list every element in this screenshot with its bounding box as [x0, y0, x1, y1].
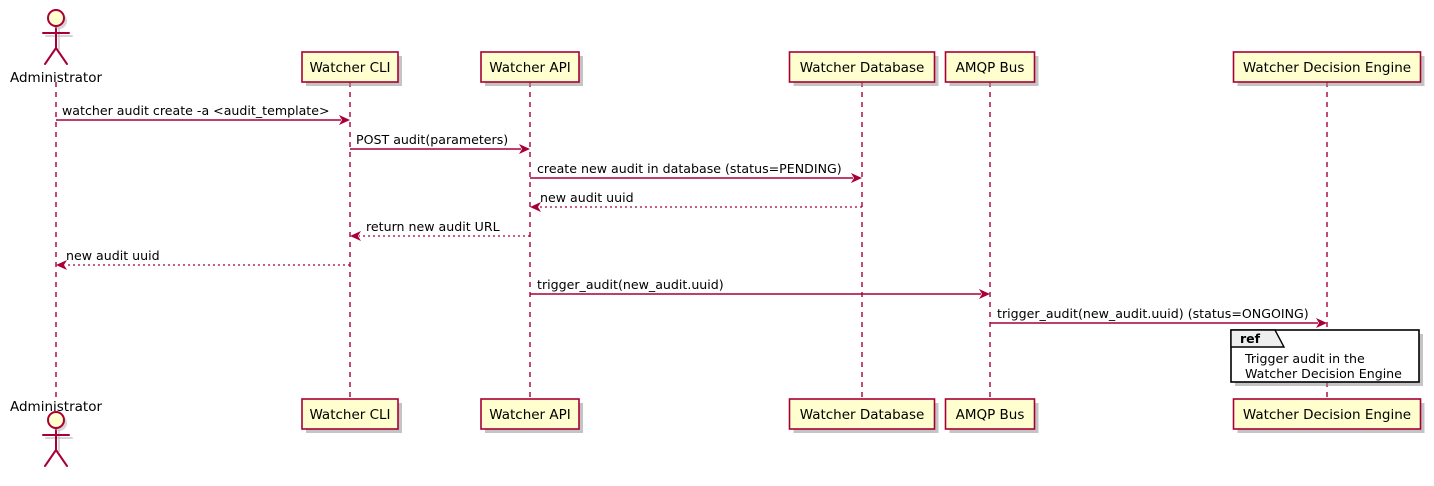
message-arrowhead: [56, 260, 67, 270]
actor-leg-right: [55, 47, 68, 65]
ref-body-line: Trigger audit in the: [1244, 351, 1365, 366]
participant-amqp-bus-bottom[interactable]: AMQP Bus: [944, 398, 1039, 433]
message-7-watcher-api-to-amqp-bus: trigger_audit(new_audit.uuid): [530, 277, 990, 299]
message-arrowhead: [1316, 318, 1327, 328]
ref-body-line: Watcher Decision Engine: [1245, 366, 1402, 381]
participant-label-amqp-bus: AMQP Bus: [956, 407, 1025, 423]
participant-label-watcher-cli: Watcher CLI: [309, 60, 390, 76]
participant-label-watcher-database: Watcher Database: [800, 60, 925, 76]
participant-box: [301, 51, 399, 83]
participant-watcher-api-top[interactable]: Watcher API: [480, 51, 583, 86]
ref-tag-label: ref: [1240, 331, 1261, 346]
participant-watcher-cli-top[interactable]: Watcher CLI: [301, 51, 402, 86]
message-2-watcher-cli-to-watcher-api: POST audit(parameters): [350, 132, 530, 154]
message-arrowhead: [530, 202, 541, 212]
message-1-administrator-to-watcher-cli: watcher audit create -a <audit_template>: [56, 103, 350, 125]
message-arrowhead: [339, 115, 350, 125]
message-6-watcher-cli-to-administrator: new audit uuid: [56, 248, 350, 270]
participant-label-watcher-api: Watcher API: [489, 407, 571, 423]
message-arrowhead: [851, 173, 862, 183]
message-label: trigger_audit(new_audit.uuid) (status=ON…: [997, 306, 1309, 321]
participant-label-watcher-decision-engine: Watcher Decision Engine: [1243, 407, 1411, 423]
participant-watcher-decision-engine-bottom[interactable]: Watcher Decision Engine: [1232, 398, 1425, 433]
participant-box: [480, 398, 580, 430]
participant-label-amqp-bus: AMQP Bus: [956, 60, 1025, 76]
participant-box: [788, 398, 936, 430]
messages-layer: watcher audit create -a <audit_template>…: [56, 103, 1327, 328]
participant-watcher-api-bottom[interactable]: Watcher API: [480, 398, 583, 433]
actor-administrator-top[interactable]: Administrator: [10, 9, 102, 86]
actor-leg-left: [44, 47, 57, 65]
actor-head: [47, 411, 65, 429]
message-8-amqp-bus-to-watcher-decision-engine: trigger_audit(new_audit.uuid) (status=ON…: [990, 306, 1327, 328]
participant-label-watcher-cli: Watcher CLI: [309, 407, 390, 423]
participant-label-watcher-api: Watcher API: [489, 60, 571, 76]
actor-leg-left: [44, 449, 57, 467]
message-label: trigger_audit(new_audit.uuid): [537, 277, 724, 292]
actor-administrator-bottom[interactable]: Administrator: [10, 399, 102, 467]
message-label: new audit uuid: [66, 248, 160, 263]
participant-label-watcher-database: Watcher Database: [800, 407, 925, 423]
message-label: create new audit in database (status=PEN…: [537, 161, 842, 176]
message-arrowhead: [979, 289, 990, 299]
participants-top-layer: Administrator Watcher CLI Watcher API Watch…: [10, 9, 1425, 86]
participant-watcher-database-top[interactable]: Watcher Database: [788, 51, 939, 86]
actor-label-administrator: Administrator: [10, 70, 102, 86]
actor-label-administrator: Administrator: [10, 399, 102, 415]
participant-box: [788, 51, 936, 83]
participant-amqp-bus-top[interactable]: AMQP Bus: [944, 51, 1039, 86]
message-arrowhead: [519, 144, 530, 154]
participant-box: [944, 51, 1036, 83]
participant-box: [301, 398, 399, 430]
participant-label-watcher-decision-engine: Watcher Decision Engine: [1243, 60, 1411, 76]
participant-box: [944, 398, 1036, 430]
participant-watcher-cli-bottom[interactable]: Watcher CLI: [301, 398, 402, 433]
participant-box: [1232, 51, 1422, 83]
actor-head: [47, 9, 65, 27]
participant-box: [1232, 398, 1422, 430]
message-3-watcher-api-to-watcher-database: create new audit in database (status=PEN…: [530, 161, 862, 183]
actor-leg-right: [55, 449, 68, 467]
ref-tag-shape: [1230, 329, 1286, 348]
message-label: watcher audit create -a <audit_template>: [62, 103, 330, 118]
message-4-watcher-database-to-watcher-api: new audit uuid: [530, 190, 862, 212]
lifelines-layer: [55, 82, 1328, 399]
message-label: return new audit URL: [366, 219, 500, 234]
participant-watcher-decision-engine-top[interactable]: Watcher Decision Engine: [1232, 51, 1425, 86]
message-label: new audit uuid: [540, 190, 634, 205]
participant-watcher-database-bottom[interactable]: Watcher Database: [788, 398, 939, 433]
participant-box: [480, 51, 580, 83]
message-5-watcher-api-to-watcher-cli: return new audit URL: [350, 219, 530, 241]
message-label: POST audit(parameters): [356, 132, 508, 147]
message-arrowhead: [350, 231, 361, 241]
